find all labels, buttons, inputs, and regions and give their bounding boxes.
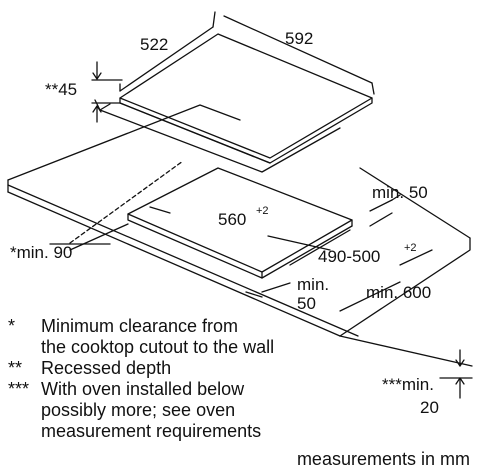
legend-item-oven: *** With oven installed below possibly m… [8, 379, 468, 442]
legend-text-line: Minimum clearance from [41, 316, 239, 336]
legend-text-line: measurement requirements [41, 421, 262, 441]
dim-min-front-value: 50 [297, 294, 316, 313]
units-note: measurements in mm [296, 449, 470, 469]
cutout-inner-wall-2 [261, 225, 353, 279]
legend-item-recessed: ** Recessed depth [8, 358, 468, 379]
countertop-top-edge [7, 104, 241, 181]
legend-text-line: possibly more; see oven [41, 400, 236, 420]
dim-min-600: min. 600 [366, 283, 431, 302]
cooktop [94, 33, 373, 173]
dim-width: 592 [285, 29, 313, 48]
countertop-front-bottom [7, 191, 341, 337]
legend-mark: ** [8, 358, 23, 378]
dim-cutout-width: 560 [218, 210, 246, 229]
legend-text-line: Recessed depth [41, 358, 172, 378]
legend-text-line: the cooktop cutout to the wall [41, 337, 275, 357]
dim-cutout-width-tol: +2 [256, 205, 269, 217]
dim-depth: 522 [140, 35, 168, 54]
cooktop-underside-2 [99, 103, 111, 111]
dim-cutout-depth: 490-500 [318, 247, 380, 266]
cooktop-dimension-lines [91, 11, 375, 123]
legend: * Minimum clearance from the cooktop cut… [8, 316, 468, 442]
legend-item-clearance: * Minimum clearance from the cooktop cut… [8, 316, 468, 358]
dim-min-right: min. 50 [372, 183, 428, 202]
legend-text-line: With oven installed below [41, 379, 245, 399]
dim-recessed: **45 [45, 80, 77, 99]
cutout-inner-wall [127, 213, 263, 279]
dim-min-back: *min. 90 [10, 243, 72, 262]
dashed-guide [69, 160, 184, 244]
dim-min-oven-label: ***min. [382, 375, 434, 394]
countertop-right-edge [339, 237, 471, 337]
dim-min-front-label: min. [297, 275, 329, 294]
legend-mark: * [8, 316, 16, 336]
countertop-front-top [7, 184, 359, 337]
dim-cutout-depth-tol: +2 [404, 242, 417, 254]
cooktop-front-edge [119, 102, 271, 164]
countertop-dimension-lines [49, 160, 473, 399]
legend-mark: *** [8, 379, 30, 399]
countertop-right-top [359, 167, 471, 239]
cooktop-underside [94, 99, 341, 173]
dim-min-oven-value: 20 [420, 398, 439, 417]
countertop [7, 104, 471, 337]
